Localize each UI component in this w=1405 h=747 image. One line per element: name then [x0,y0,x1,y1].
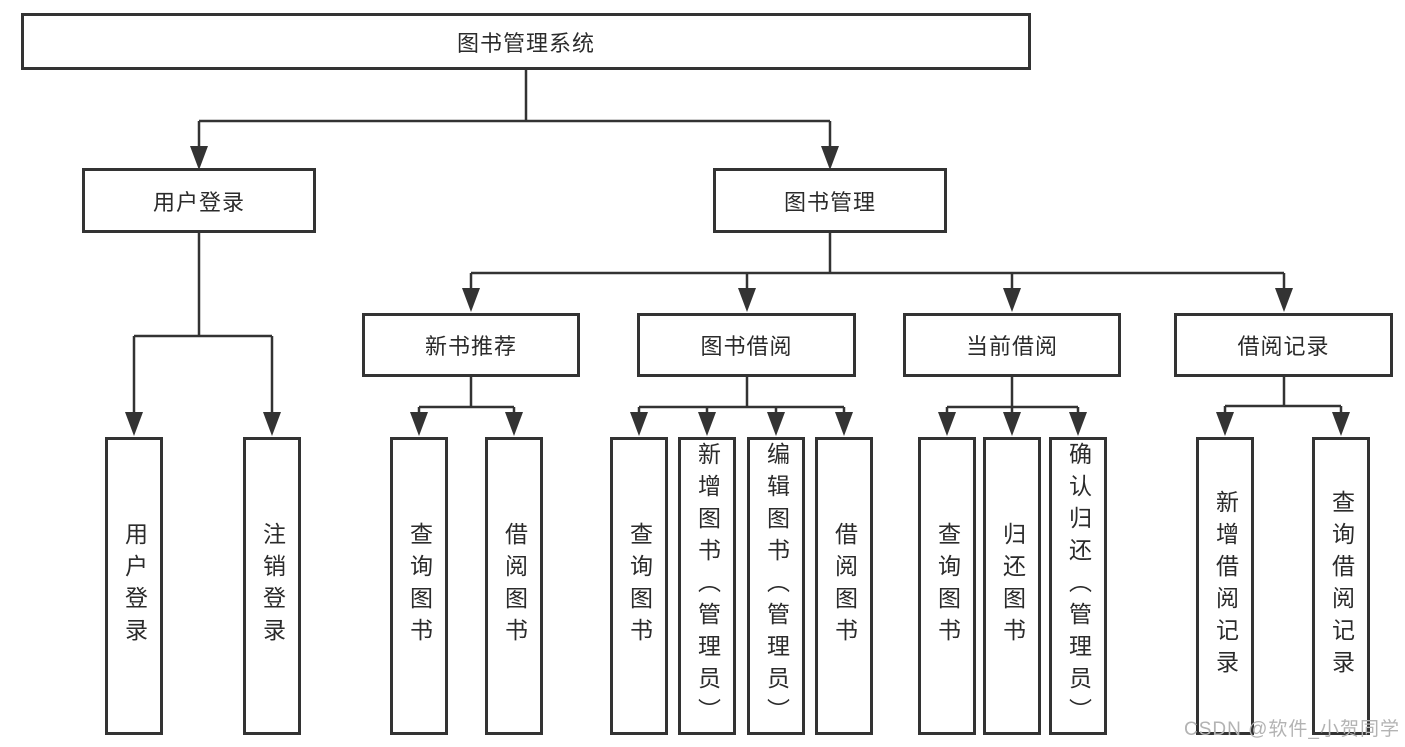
leaf-borrow-books: 借阅图书 [815,437,873,735]
leaf-query-books-recommend: 查询图书 [390,437,448,735]
leaf-return-books: 归还图书 [983,437,1041,735]
node-borrowing-records: 借阅记录 [1174,313,1393,377]
node-user-login: 用户登录 [82,168,316,233]
node-new-book-recommendation: 新书推荐 [362,313,580,377]
leaf-edit-books-admin: 编辑图书（管理员） [747,437,805,735]
node-book-management: 图书管理 [713,168,947,233]
leaf-user-login: 用户登录 [105,437,163,735]
leaf-confirm-return-admin: 确认归还（管理员） [1049,437,1107,735]
leaf-query-borrow-record: 查询借阅记录 [1312,437,1370,735]
leaf-borrow-books-recommend: 借阅图书 [485,437,543,735]
leaf-logout: 注销登录 [243,437,301,735]
leaf-add-borrow-record: 新增借阅记录 [1196,437,1254,735]
node-book-borrowing: 图书借阅 [637,313,856,377]
node-library-management-system: 图书管理系统 [21,13,1031,70]
leaf-query-books-current: 查询图书 [918,437,976,735]
leaf-query-books-borrow: 查询图书 [610,437,668,735]
leaf-add-books-admin: 新增图书（管理员） [678,437,736,735]
node-current-borrowing: 当前借阅 [903,313,1121,377]
